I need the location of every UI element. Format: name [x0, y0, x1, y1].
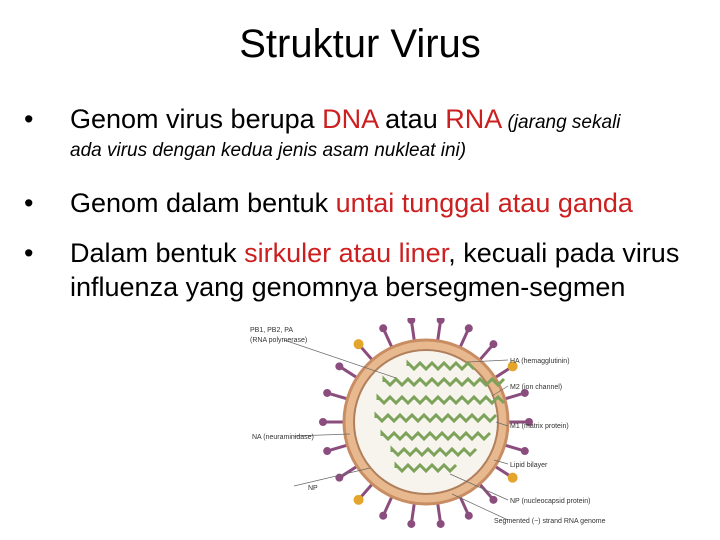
na-spike-head	[489, 340, 498, 349]
rna-segments	[374, 359, 506, 474]
na-spike-head	[335, 362, 344, 371]
rna-segment	[374, 411, 498, 424]
na-spike-head	[407, 318, 416, 325]
bullet-1-text: Genom virus berupa DNA atau RNA (jarang …	[70, 102, 704, 140]
bullet-1-note-line2: ada virus dengan kedua jenis asam nuklea…	[70, 140, 467, 161]
bullet-3-text: Dalam bentuk sirkuler atau liner, kecual…	[70, 236, 684, 304]
label-lipid: Lipid bilayer	[510, 462, 548, 469]
bullet-dot: •	[24, 188, 34, 218]
bullet-3: • Dalam bentuk sirkuler atau liner, kecu…	[24, 236, 684, 304]
ha-spike-head	[507, 361, 518, 372]
slide-title: Struktur Virus	[239, 22, 481, 66]
bullet-dot: •	[24, 104, 34, 134]
na-spike-head	[323, 447, 332, 456]
na-spike-head	[379, 324, 388, 333]
label-pb: PB1, PB2, PA	[250, 327, 293, 334]
na-spike-head	[379, 511, 388, 520]
bullet-2-red: untai tunggal atau ganda	[335, 188, 633, 218]
na-spike-head	[319, 418, 327, 426]
label-na: NA (neuraminidase)	[252, 434, 314, 441]
bullet-3-red: sirkuler atau liner	[244, 238, 449, 268]
na-spike-head	[407, 519, 416, 528]
na-spike-head	[436, 519, 445, 528]
rna-segment	[406, 359, 476, 372]
bullet-1-note: (jarang sekali	[502, 112, 621, 133]
na-spike-head	[323, 388, 332, 397]
rna-segment	[390, 445, 478, 458]
na-spike-head	[436, 318, 445, 325]
label-lines	[283, 339, 509, 521]
bullet-2-pre: Genom dalam bentuk	[70, 188, 336, 218]
bullet-1-mid: atau	[377, 104, 446, 134]
ha-spike-head	[507, 472, 518, 483]
bullet-1-dna: DNA	[322, 104, 378, 134]
rna-segment	[394, 461, 458, 474]
ha-spike-head	[353, 494, 364, 505]
label-np-left: NP	[308, 485, 318, 492]
ha-spike-head	[353, 339, 364, 350]
bullet-3-post: , kecuali pada virus influenza yang geno…	[70, 238, 680, 302]
label-np-right: NP (nucleocapsid protein)	[510, 498, 590, 505]
label-m1: M1 (matrix protein)	[510, 423, 569, 430]
bullet-3-pre: Dalam bentuk	[70, 238, 245, 268]
bullet-1: • Genom virus berupa DNA atau RNA (jaran…	[24, 102, 704, 140]
bullet-2: • Genom dalam bentuk untai tunggal atau …	[24, 186, 704, 220]
na-spike-head	[489, 495, 498, 504]
label-pb-sub: (RNA polymerase)	[250, 337, 307, 344]
label-segmented: Segmented (−) strand RNA genome	[494, 518, 606, 525]
influenza-virus-diagram: PB1, PB2, PA (RNA polymerase) HA (hemagg…	[250, 318, 606, 528]
na-spike-head	[520, 447, 529, 456]
na-spike-head	[464, 324, 473, 333]
na-spike-head	[525, 418, 533, 426]
na-spike-head	[464, 511, 473, 520]
bullet-dot: •	[24, 238, 34, 268]
rna-segment	[376, 393, 506, 406]
envelope-spikes	[319, 318, 533, 528]
label-m2: M2 (ion channel)	[510, 384, 562, 391]
bullet-1-rna: RNA	[445, 104, 503, 134]
bullet-2-text: Genom dalam bentuk untai tunggal atau ga…	[70, 186, 704, 220]
bullet-1-pre: Genom virus berupa	[70, 104, 323, 134]
rna-segment	[380, 429, 492, 442]
label-ha: HA (hemagglutinin)	[510, 358, 570, 365]
na-spike-head	[520, 388, 529, 397]
rna-segment	[382, 375, 506, 388]
